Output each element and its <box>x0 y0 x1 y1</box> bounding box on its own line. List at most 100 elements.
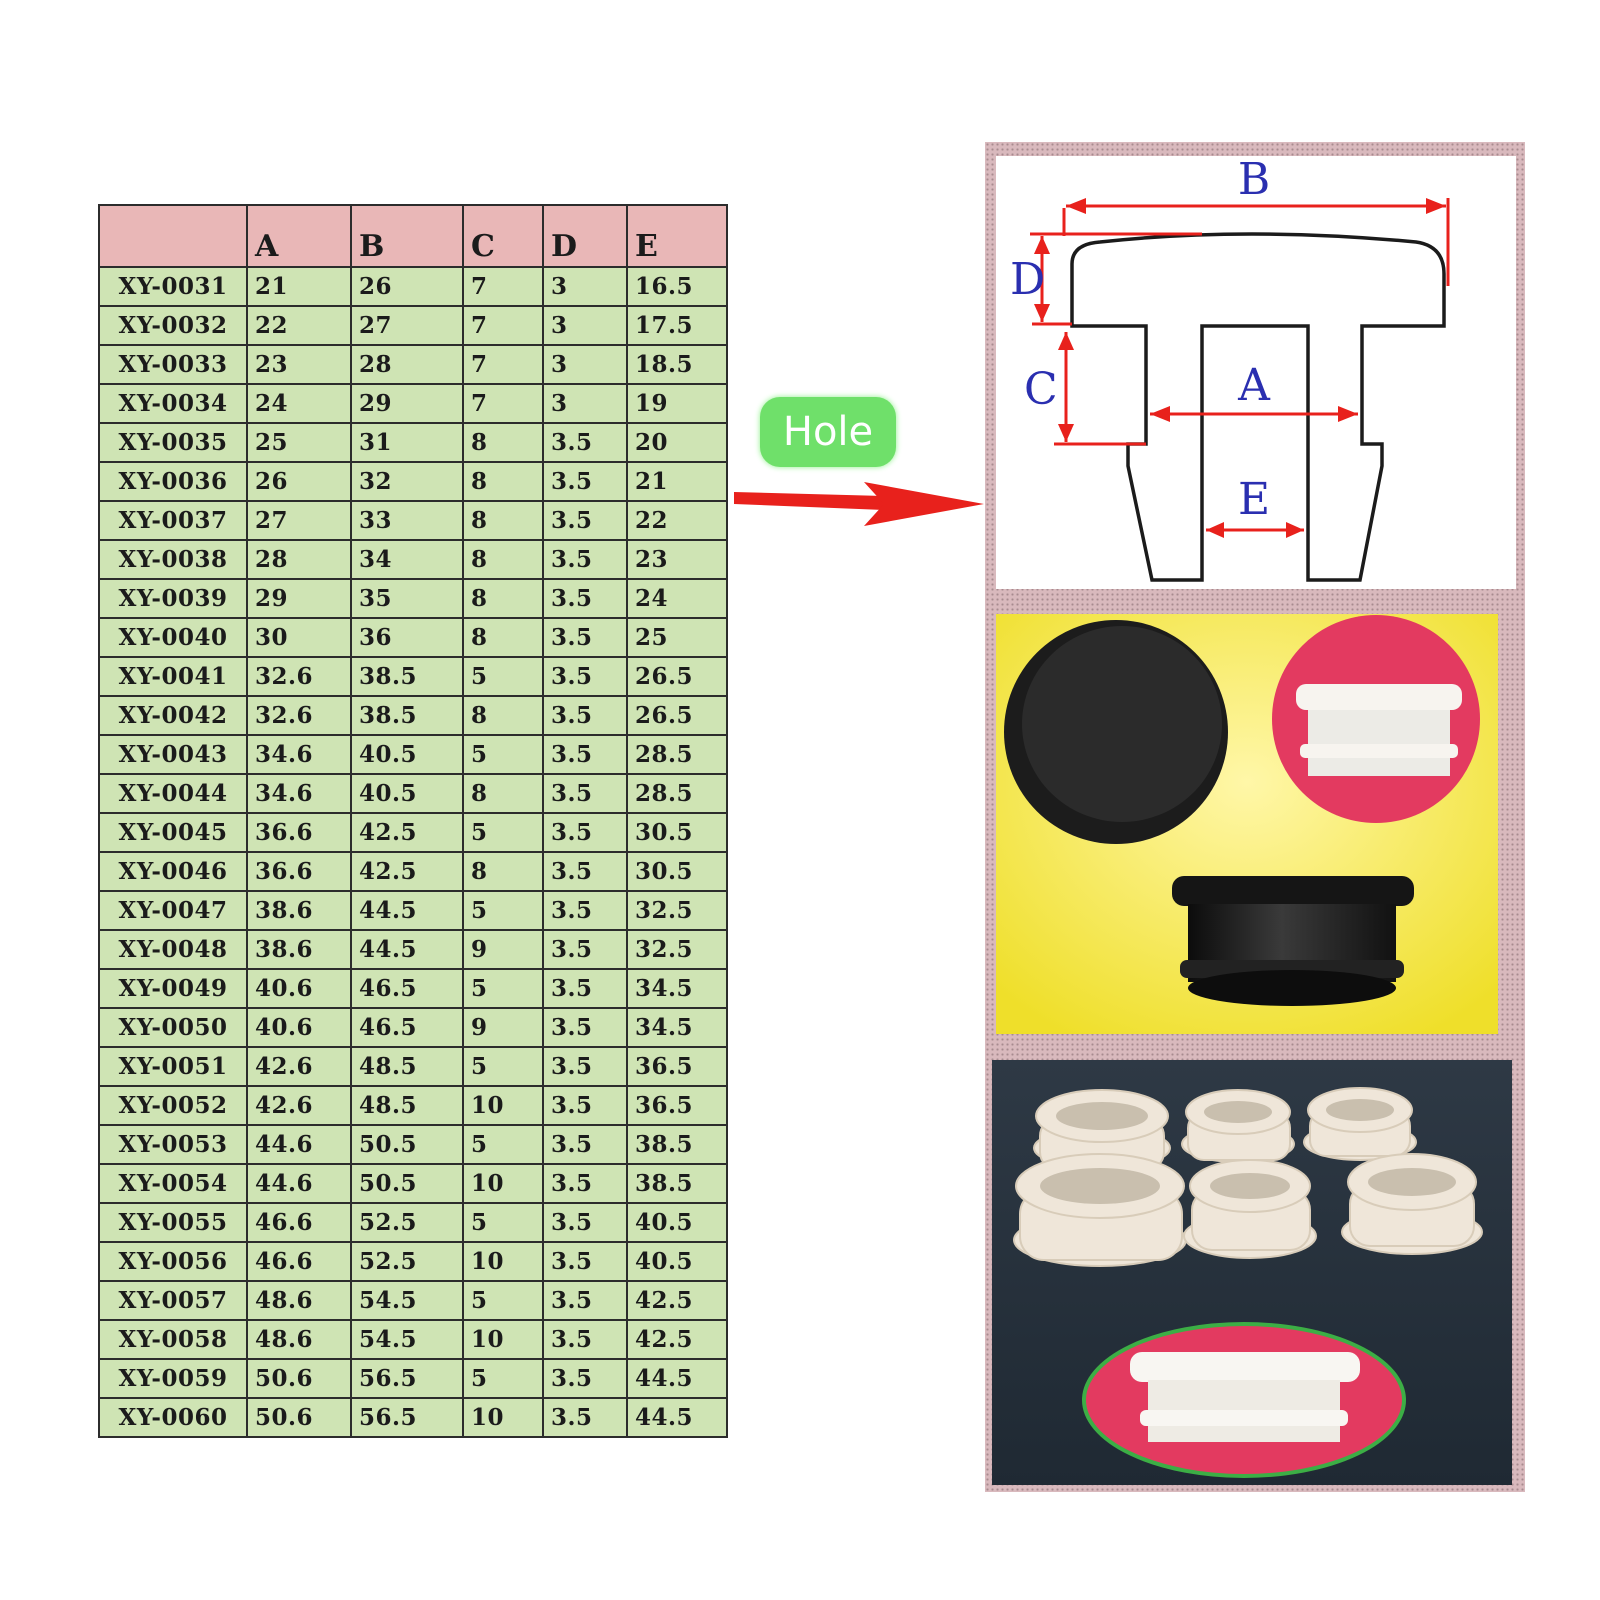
value-cell: 38.5 <box>626 1163 728 1204</box>
value-cell: 8 <box>462 539 544 580</box>
value-cell: 36.6 <box>246 851 352 892</box>
value-cell: 23 <box>626 539 728 580</box>
model-cell: XY-0047 <box>98 890 248 931</box>
white-plugs-illustration <box>992 1060 1512 1485</box>
value-cell: 42.6 <box>246 1085 352 1126</box>
value-cell: 3.5 <box>542 1007 628 1048</box>
value-cell: 30.5 <box>626 851 728 892</box>
model-cell: XY-0037 <box>98 500 248 541</box>
value-cell: 3.5 <box>542 695 628 736</box>
model-cell: XY-0060 <box>98 1397 248 1438</box>
value-cell: 23 <box>246 344 352 385</box>
value-cell: 5 <box>462 890 544 931</box>
value-cell: 44.5 <box>350 890 464 931</box>
plug-outline <box>1070 232 1446 582</box>
model-cell: XY-0035 <box>98 422 248 463</box>
model-cell: XY-0045 <box>98 812 248 853</box>
value-cell: 52.5 <box>350 1202 464 1243</box>
value-cell: 3.5 <box>542 1397 628 1438</box>
value-cell: 52.5 <box>350 1241 464 1282</box>
value-cell: 27 <box>246 500 352 541</box>
model-cell: XY-0031 <box>98 266 248 307</box>
value-cell: 10 <box>462 1241 544 1282</box>
value-cell: 3.5 <box>542 773 628 814</box>
model-cell: XY-0034 <box>98 383 248 424</box>
model-cell: XY-0049 <box>98 968 248 1009</box>
value-cell: 42.5 <box>350 851 464 892</box>
model-cell: XY-0042 <box>98 695 248 736</box>
value-cell: 32.5 <box>626 890 728 931</box>
black-plug-illustration <box>996 614 1498 1034</box>
value-cell: 3.5 <box>542 578 628 619</box>
model-cell: XY-0046 <box>98 851 248 892</box>
value-cell: 50.6 <box>246 1358 352 1399</box>
value-cell: 3.5 <box>542 851 628 892</box>
model-cell: XY-0039 <box>98 578 248 619</box>
dimension-d <box>1030 232 1202 326</box>
value-cell: 3.5 <box>542 1241 628 1282</box>
value-cell: 29 <box>350 383 464 424</box>
value-cell: 24 <box>626 578 728 619</box>
header-cell-a: A <box>246 204 352 268</box>
value-cell: 36.6 <box>246 812 352 853</box>
value-cell: 44.5 <box>350 929 464 970</box>
value-cell: 9 <box>462 929 544 970</box>
value-cell: 24 <box>246 383 352 424</box>
value-cell: 44.6 <box>246 1124 352 1165</box>
value-cell: 30.5 <box>626 812 728 853</box>
value-cell: 3.5 <box>542 812 628 853</box>
value-cell: 54.5 <box>350 1319 464 1360</box>
value-cell: 22 <box>246 305 352 346</box>
value-cell: 26 <box>350 266 464 307</box>
value-cell: 21 <box>246 266 352 307</box>
header-cell-d: D <box>542 204 628 268</box>
model-cell: XY-0032 <box>98 305 248 346</box>
value-cell: 22 <box>626 500 728 541</box>
value-cell: 3.5 <box>542 890 628 931</box>
value-cell: 3.5 <box>542 734 628 775</box>
model-cell: XY-0041 <box>98 656 248 697</box>
value-cell: 40.5 <box>626 1202 728 1243</box>
header-cell-b: B <box>350 204 464 268</box>
value-cell: 27 <box>350 305 464 346</box>
value-cell: 56.5 <box>350 1358 464 1399</box>
value-cell: 3.5 <box>542 617 628 658</box>
value-cell: 34.5 <box>626 1007 728 1048</box>
value-cell: 46.5 <box>350 1007 464 1048</box>
value-cell: 10 <box>462 1319 544 1360</box>
value-cell: 8 <box>462 500 544 541</box>
value-cell: 8 <box>462 851 544 892</box>
value-cell: 28 <box>246 539 352 580</box>
value-cell: 50.5 <box>350 1163 464 1204</box>
value-cell: 5 <box>462 1358 544 1399</box>
value-cell: 3.5 <box>542 1124 628 1165</box>
value-cell: 46.6 <box>246 1202 352 1243</box>
value-cell: 40.5 <box>350 734 464 775</box>
dimension-c <box>1054 332 1146 446</box>
value-cell: 20 <box>626 422 728 463</box>
value-cell: 36.5 <box>626 1046 728 1087</box>
value-cell: 48.5 <box>350 1085 464 1126</box>
value-cell: 46.6 <box>246 1241 352 1282</box>
value-cell: 9 <box>462 1007 544 1048</box>
value-cell: 3.5 <box>542 422 628 463</box>
value-cell: 48.5 <box>350 1046 464 1087</box>
value-cell: 25 <box>626 617 728 658</box>
